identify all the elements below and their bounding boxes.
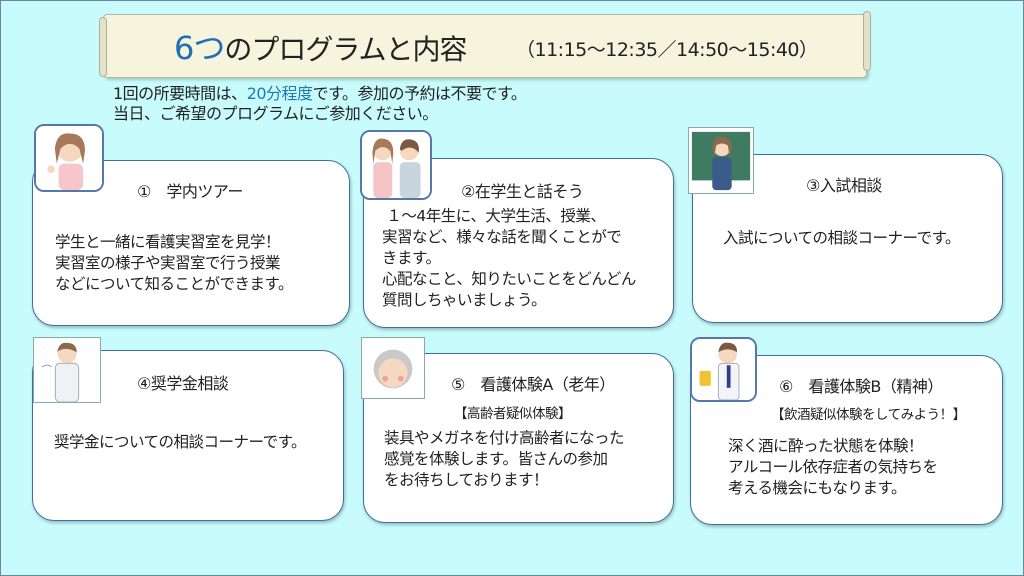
nurse-student-icon — [34, 124, 104, 192]
intro-duration: 20分程度 — [246, 84, 313, 103]
title-text: のプログラムと内容 — [224, 33, 467, 66]
program-card-2: ②在学生と話そう １～4年生に、大学生活、授業、 実習など、様々な話を聞くことが… — [363, 158, 674, 328]
program-body: 装具やメガネを付け高齢者になった 感覚を体験します。皆さんの参加 をお待ちしてお… — [384, 429, 625, 489]
program-card-1: ① 学内ツアー 学生と一緒に看護実習室を見学！ 実習室の様子や実習室で行う授業 … — [32, 160, 350, 326]
program-title: ④奨学金相談 — [137, 374, 229, 393]
elderly-woman-icon — [361, 337, 425, 399]
intro-line1a: 1回の所要時間は、 — [113, 84, 247, 103]
scroll-curl-left — [99, 17, 107, 77]
teacher-blackboard-icon — [688, 127, 754, 194]
students-talking-icon — [360, 130, 432, 200]
program-title: ① 学内ツアー — [137, 182, 243, 201]
program-body: １～4年生に、大学生活、授業、 実習など、様々な話を聞くことがで きます。 心配… — [382, 207, 636, 309]
program-title: ⑤ 看護体験A（老年） — [451, 375, 615, 394]
program-title: ③入試相談 — [806, 176, 882, 195]
program-title: ⑥ 看護体験B（精神） — [779, 377, 943, 396]
schedule-time: （11:15～12:35／14:50～15:40） — [516, 39, 818, 61]
title-banner: 6つのプログラムと内容 （11:15～12:35／14:50～15:40） — [99, 11, 871, 78]
program-card-4: ④奨学金相談 奨学金についての相談コーナーです。 — [32, 350, 344, 521]
intro-text: 1回の所要時間は、20分程度です。参加の予約は不要です。 当日、ご希望のプログラ… — [113, 84, 527, 124]
program-body: 深く酒に酔った状態を体験！ アルコール依存症者の気持ちを 考える機会にもなります… — [728, 437, 938, 497]
program-subtitle: 【飲酒疑似体験をしてみよう！】 — [771, 407, 966, 423]
scroll-curl-right — [863, 11, 871, 71]
program-body: 奨学金についての相談コーナーです。 — [54, 433, 307, 451]
program-body: 学生と一緒に看護実習室を見学！ 実習室の様子や実習室で行う授業 などについて知る… — [55, 233, 294, 293]
intro-line1b: です。参加の予約は不要です。 — [312, 84, 527, 103]
program-body: 入試についての相談コーナーです。 — [723, 229, 961, 247]
program-subtitle: 【高齢者疑似体験】 — [454, 406, 572, 422]
nurse-sigh-icon — [33, 337, 101, 403]
program-title: ②在学生と話そう — [461, 182, 584, 201]
man-beer-icon — [690, 337, 757, 402]
intro-line2: 当日、ご希望のプログラムにご参加ください。 — [113, 104, 438, 123]
page-title: 6つのプログラムと内容 — [174, 23, 468, 69]
title-number: 6つ — [174, 29, 225, 67]
